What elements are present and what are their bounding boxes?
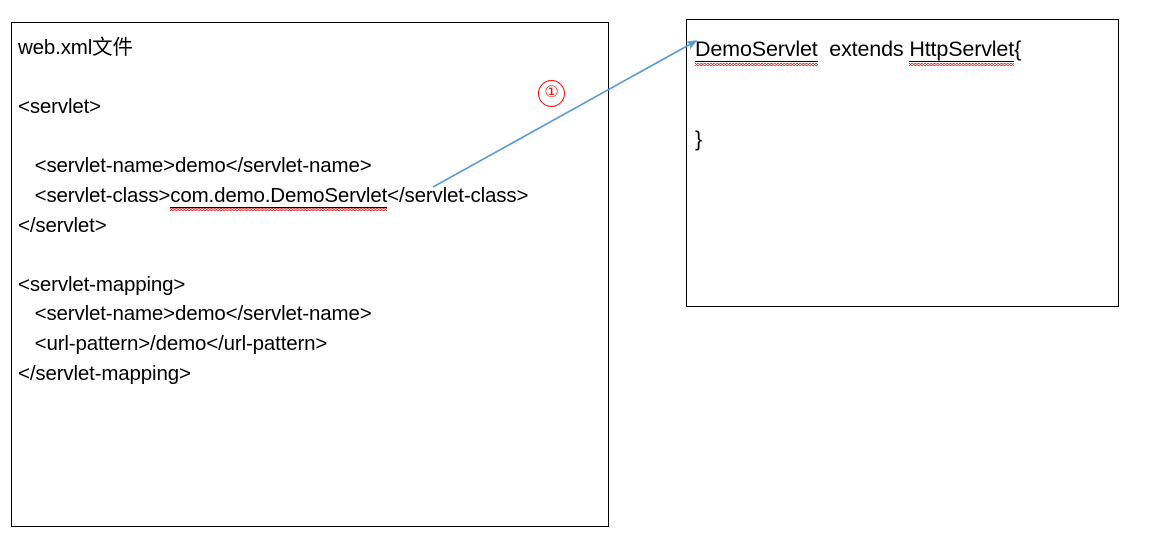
code-line-url-pattern: <url-pattern>/demo</url-pattern>	[18, 331, 328, 355]
web-xml-box: web.xml文件 <servlet> <servlet-name>demo</…	[11, 22, 609, 527]
code-line-servlet-name: <servlet-name>demo</servlet-name>	[18, 154, 372, 178]
code-line-servlet-close: </servlet>	[18, 213, 107, 237]
code-line-servlet-mapping-open: <servlet-mapping>	[18, 272, 186, 296]
code-line-blank	[695, 64, 1118, 94]
code-line-close-brace: }	[695, 127, 703, 151]
servlet-class-box: DemoServlet extends HttpServlet{ }	[686, 19, 1119, 307]
code-line-blank	[18, 240, 608, 270]
code-line-web-xml-title: web.xml文件	[18, 36, 133, 59]
servlet-class-value: com.demo.DemoServlet	[170, 183, 388, 208]
code-line-blank	[18, 63, 608, 93]
web-xml-code-block: web.xml文件 <servlet> <servlet-name>demo</…	[12, 23, 608, 388]
servlet-class-code-block: DemoServlet extends HttpServlet{ }	[687, 20, 1118, 154]
code-line-mapping-servlet-name: <servlet-name>demo</servlet-name>	[18, 302, 372, 326]
code-line-servlet-mapping-close: </servlet-mapping>	[18, 361, 191, 385]
code-line-blank	[18, 122, 608, 152]
code-line-servlet-open: <servlet>	[18, 95, 101, 119]
callout-number-one: ①	[538, 80, 565, 107]
code-line-blank	[695, 94, 1118, 124]
servlet-class-open-tag: <servlet-class>	[18, 183, 171, 207]
servlet-class-close-tag: </servlet-class>	[387, 183, 529, 207]
code-line-class-declaration: DemoServlet extends HttpServlet{	[695, 34, 1118, 64]
open-brace: {	[1014, 37, 1022, 61]
superclass-name-text: HttpServlet	[909, 37, 1015, 62]
extends-keyword: extends	[817, 37, 910, 61]
class-name-text: DemoServlet	[695, 37, 818, 62]
code-line-servlet-class: <servlet-class>com.demo.DemoServlet</ser…	[18, 181, 608, 211]
